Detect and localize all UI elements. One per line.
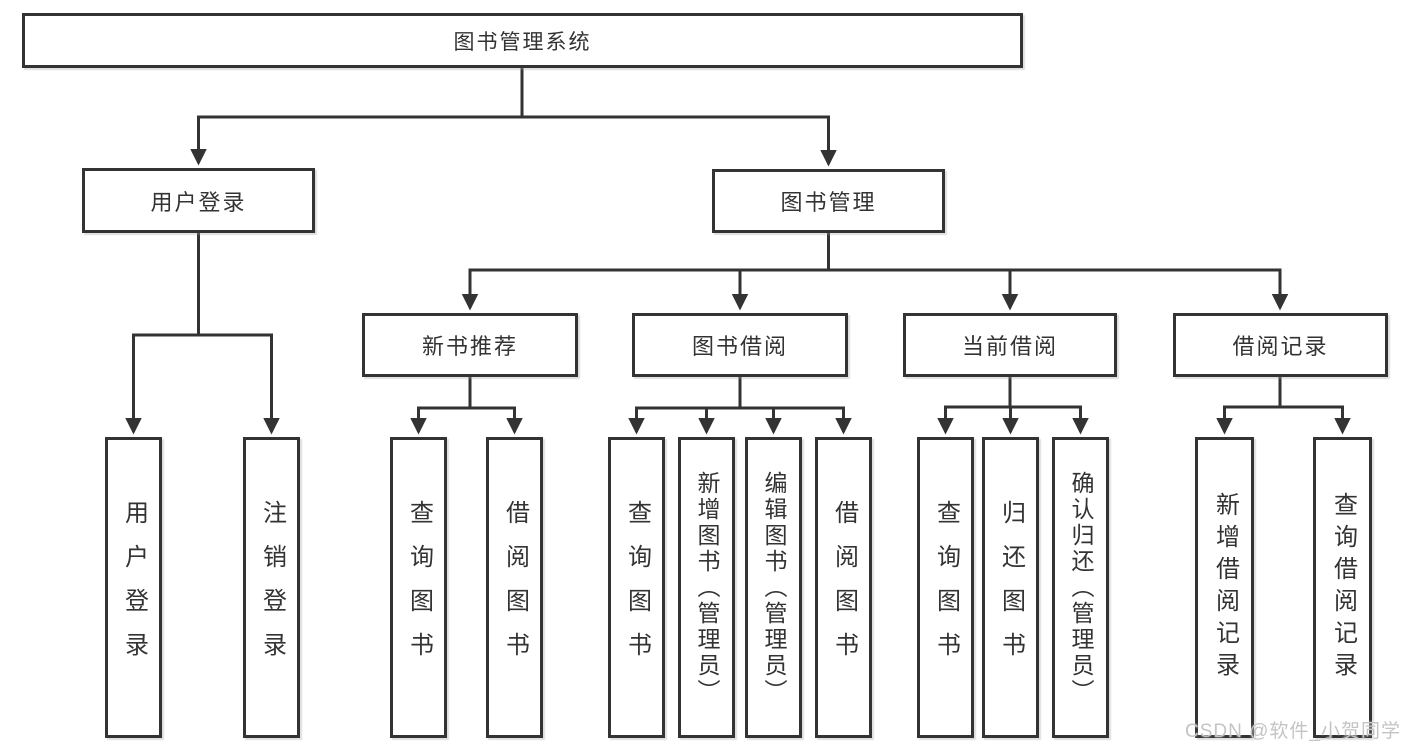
node-book-management: 图书管理 bbox=[712, 169, 945, 233]
node-root-system: 图书管理系统 bbox=[22, 13, 1023, 68]
leaf-add-books-admin: 新增图书（管理员） bbox=[678, 437, 735, 738]
leaf-query-books-borrow: 查询图书 bbox=[608, 437, 665, 738]
leaf-query-books-recommend: 查询图书 bbox=[390, 437, 447, 738]
node-current-borrow: 当前借阅 bbox=[903, 313, 1117, 377]
node-borrow-records: 借阅记录 bbox=[1173, 313, 1388, 377]
node-new-book-recommend: 新书推荐 bbox=[362, 313, 578, 377]
node-user-login: 用户登录 bbox=[82, 168, 315, 233]
leaf-return-books: 归还图书 bbox=[982, 437, 1039, 738]
watermark: CSDN @软件_小贺同学 bbox=[1185, 721, 1401, 742]
leaf-user-login: 用户登录 bbox=[105, 437, 162, 738]
leaf-add-borrow-record: 新增借阅记录 bbox=[1195, 437, 1254, 738]
leaf-borrow-books-recommend: 借阅图书 bbox=[486, 437, 543, 738]
leaf-confirm-return-admin: 确认归还（管理员） bbox=[1052, 437, 1109, 738]
leaf-borrow-books: 借阅图书 bbox=[815, 437, 872, 738]
node-book-borrow: 图书借阅 bbox=[632, 313, 848, 377]
leaf-edit-books-admin: 编辑图书（管理员） bbox=[745, 437, 802, 738]
leaf-logout: 注销登录 bbox=[243, 437, 300, 738]
leaf-query-books-current: 查询图书 bbox=[917, 437, 974, 738]
leaf-query-borrow-record: 查询借阅记录 bbox=[1313, 437, 1372, 738]
